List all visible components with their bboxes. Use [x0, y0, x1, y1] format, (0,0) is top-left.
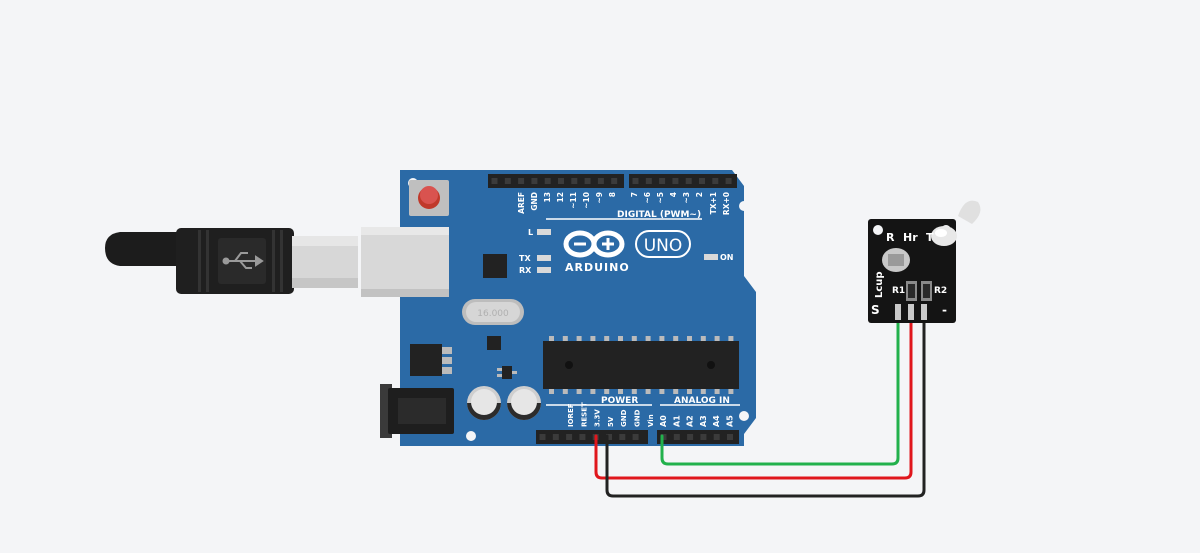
digital-pin-label: ~10 [582, 192, 591, 209]
digital-pin-label: 8 [608, 192, 617, 197]
wire-signal-a0[interactable] [660, 316, 900, 466]
digital-pin-label: RX+0 [722, 192, 731, 215]
power-header [536, 430, 648, 444]
led-on-label: ON [720, 253, 734, 262]
sensor-label-s: S [871, 303, 880, 317]
transistor [497, 366, 517, 379]
led-tx-label: TX [519, 254, 531, 263]
sensor-pins [895, 304, 927, 320]
capacitor [507, 386, 541, 420]
sensor-label-r1: R1 [892, 286, 905, 296]
power-section-label: POWER [601, 396, 638, 406]
digital-pin-label: 12 [556, 192, 565, 202]
led-tx [537, 255, 551, 261]
arduino-uno-board[interactable]: 16.000 L TX RX ON [361, 170, 756, 446]
analog-pin-label: A4 [712, 415, 721, 427]
uno-badge: UNO [635, 230, 691, 258]
digital-header-left [488, 174, 624, 188]
atmega328-chip [543, 336, 739, 394]
sensor-label-minus: - [942, 303, 947, 317]
digital-section-label: DIGITAL (PWM~) [617, 210, 701, 220]
crystal-label: 16.000 [477, 309, 509, 319]
analog-pin-label: A5 [726, 415, 735, 427]
dc-power-jack [380, 384, 454, 438]
digital-pin-label: ~11 [569, 192, 578, 209]
small-chip [487, 336, 501, 350]
photodiode [882, 248, 910, 272]
digital-pin-label: 13 [543, 192, 552, 202]
digital-pin-label: ~5 [656, 192, 665, 204]
digital-pin-label: ~3 [682, 192, 691, 204]
board-model-text: UNO [644, 236, 683, 256]
wire-ground[interactable] [605, 316, 926, 498]
analog-pin-label: A3 [699, 415, 708, 427]
led-l-label: L [528, 228, 533, 237]
power-pin-label: 3.3V [594, 409, 602, 427]
analog-header [657, 430, 739, 444]
led-on [704, 254, 718, 260]
ir-led-icon [931, 200, 981, 246]
digital-pin-label: ~6 [643, 192, 652, 204]
voltage-regulator [410, 344, 452, 376]
sensor-label-hr: Hr [903, 231, 918, 244]
power-pin-label: RESET [580, 402, 588, 427]
digital-pin-label: 7 [630, 192, 639, 197]
reset-button[interactable] [409, 180, 449, 216]
analog-pin-label: A1 [672, 415, 681, 427]
board-logo-text: ARDUINO [565, 261, 630, 274]
arduino-logo-icon [563, 230, 625, 258]
usb-cable[interactable] [105, 228, 358, 294]
crystal-oscillator: 16.000 [462, 299, 524, 325]
usb-interface-chip [483, 254, 507, 278]
sensor-mount-hole [873, 225, 883, 235]
led-rx-label: RX [519, 266, 532, 275]
sensor-label-lcup: Lcup [874, 271, 885, 298]
usb-symbol-icon [222, 252, 264, 269]
sensor-label-r: R [886, 231, 895, 244]
wire-power-5v[interactable] [594, 316, 913, 480]
analog-section-label: ANALOG IN [674, 396, 730, 406]
digital-header-right [629, 174, 737, 188]
heartbeat-sensor-module[interactable]: R Hr T R1 R2 Lcup S - [868, 200, 981, 323]
analog-pin-label: A0 [659, 415, 668, 427]
led-rx [537, 267, 551, 273]
digital-pin-label: AREF [517, 192, 526, 214]
analog-pin-label: A2 [686, 415, 695, 427]
led-l [537, 229, 551, 235]
digital-pin-label: TX+1 [709, 192, 718, 214]
digital-pin-label: 2 [695, 192, 704, 197]
digital-pin-label: 4 [669, 192, 678, 197]
power-pin-label: GND [620, 409, 628, 427]
power-pin-label: GND [634, 409, 642, 427]
power-pin-label: 5V [607, 416, 615, 427]
power-pin-label: IOREF [567, 403, 575, 427]
resistor-r1 [906, 281, 917, 301]
capacitor [467, 386, 501, 420]
sensor-label-t: T [926, 231, 934, 244]
power-pin-label: Vin [647, 414, 655, 427]
sensor-label-r2: R2 [934, 286, 947, 296]
digital-pin-label: GND [530, 192, 539, 211]
digital-pin-label: ~9 [595, 192, 604, 204]
usb-b-socket [361, 227, 449, 297]
resistor-r2 [921, 281, 932, 301]
